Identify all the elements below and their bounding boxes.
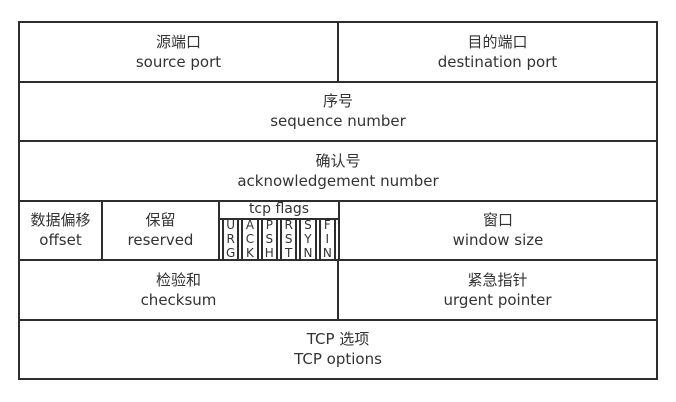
field-tcp-flags: tcp flags U R G A C K P S H R S T S Y N … — [218, 201, 338, 260]
field-checksum: 检验和 checksum — [20, 261, 337, 319]
urgent-pointer-label-zh: 紧急指针 — [467, 270, 528, 289]
data-offset-label-en: offset — [39, 231, 82, 250]
destination-port-label-zh: 目的端口 — [467, 32, 528, 51]
data-offset-label-zh: 数据偏移 — [30, 211, 91, 230]
flag-psh: P S H — [260, 218, 278, 260]
row-tcp-options: TCP 选项 TCP options — [20, 318, 656, 379]
sequence-number-label-zh: 序号 — [322, 92, 353, 111]
field-reserved: 保留 reserved — [101, 201, 218, 259]
reserved-label-en: reserved — [127, 231, 194, 250]
acknowledgement-number-label-en: acknowledgement number — [237, 171, 439, 190]
flag-urg: U R G — [222, 218, 240, 260]
field-acknowledgement-number: 确认号 acknowledgement number — [20, 142, 656, 200]
source-port-label-zh: 源端口 — [155, 32, 201, 51]
field-data-offset: 数据偏移 offset — [20, 202, 101, 260]
checksum-label-en: checksum — [140, 290, 217, 309]
field-tcp-options: TCP 选项 TCP options — [20, 321, 656, 379]
row-acknowledgement-number: 确认号 acknowledgement number — [20, 140, 656, 200]
row-ports: 源端口 source port 目的端口 destination port — [20, 23, 656, 81]
tcp-options-label-en: TCP options — [294, 350, 382, 369]
tcp-header-diagram: 源端口 source port 目的端口 destination port 序号… — [18, 21, 658, 380]
flag-rst: R S T — [279, 218, 298, 260]
source-port-label-en: source port — [135, 52, 222, 71]
tcp-flags-cells: U R G A C K P S H R S T S Y N F I N — [220, 218, 338, 260]
row-checksum-urgent: 检验和 checksum 紧急指针 urgent pointer — [20, 259, 656, 319]
acknowledgement-number-label-zh: 确认号 — [315, 151, 361, 170]
urgent-pointer-label-en: urgent pointer — [443, 290, 552, 309]
window-size-label-en: window size — [452, 231, 544, 250]
row-sequence-number: 序号 sequence number — [20, 80, 656, 141]
checksum-label-zh: 检验和 — [155, 270, 201, 289]
field-source-port: 源端口 source port — [20, 23, 337, 81]
destination-port-label-en: destination port — [437, 52, 558, 71]
reserved-label-zh: 保留 — [145, 211, 176, 230]
sequence-number-label-en: sequence number — [270, 112, 406, 131]
flag-syn: S Y N — [299, 218, 317, 260]
window-size-label-zh: 窗口 — [482, 211, 513, 230]
flag-fin: F I N — [318, 218, 336, 260]
field-sequence-number: 序号 sequence number — [20, 83, 656, 141]
tcp-options-label-zh: TCP 选项 — [306, 330, 370, 349]
row-offset-flags-window: 数据偏移 offset 保留 reserved tcp flags U R G … — [20, 199, 656, 260]
field-destination-port: 目的端口 destination port — [337, 23, 656, 81]
field-window-size: 窗口 window size — [338, 201, 656, 259]
flag-ack: A C K — [241, 218, 259, 260]
tcp-flags-header: tcp flags — [220, 201, 338, 220]
field-urgent-pointer: 紧急指针 urgent pointer — [337, 261, 656, 319]
